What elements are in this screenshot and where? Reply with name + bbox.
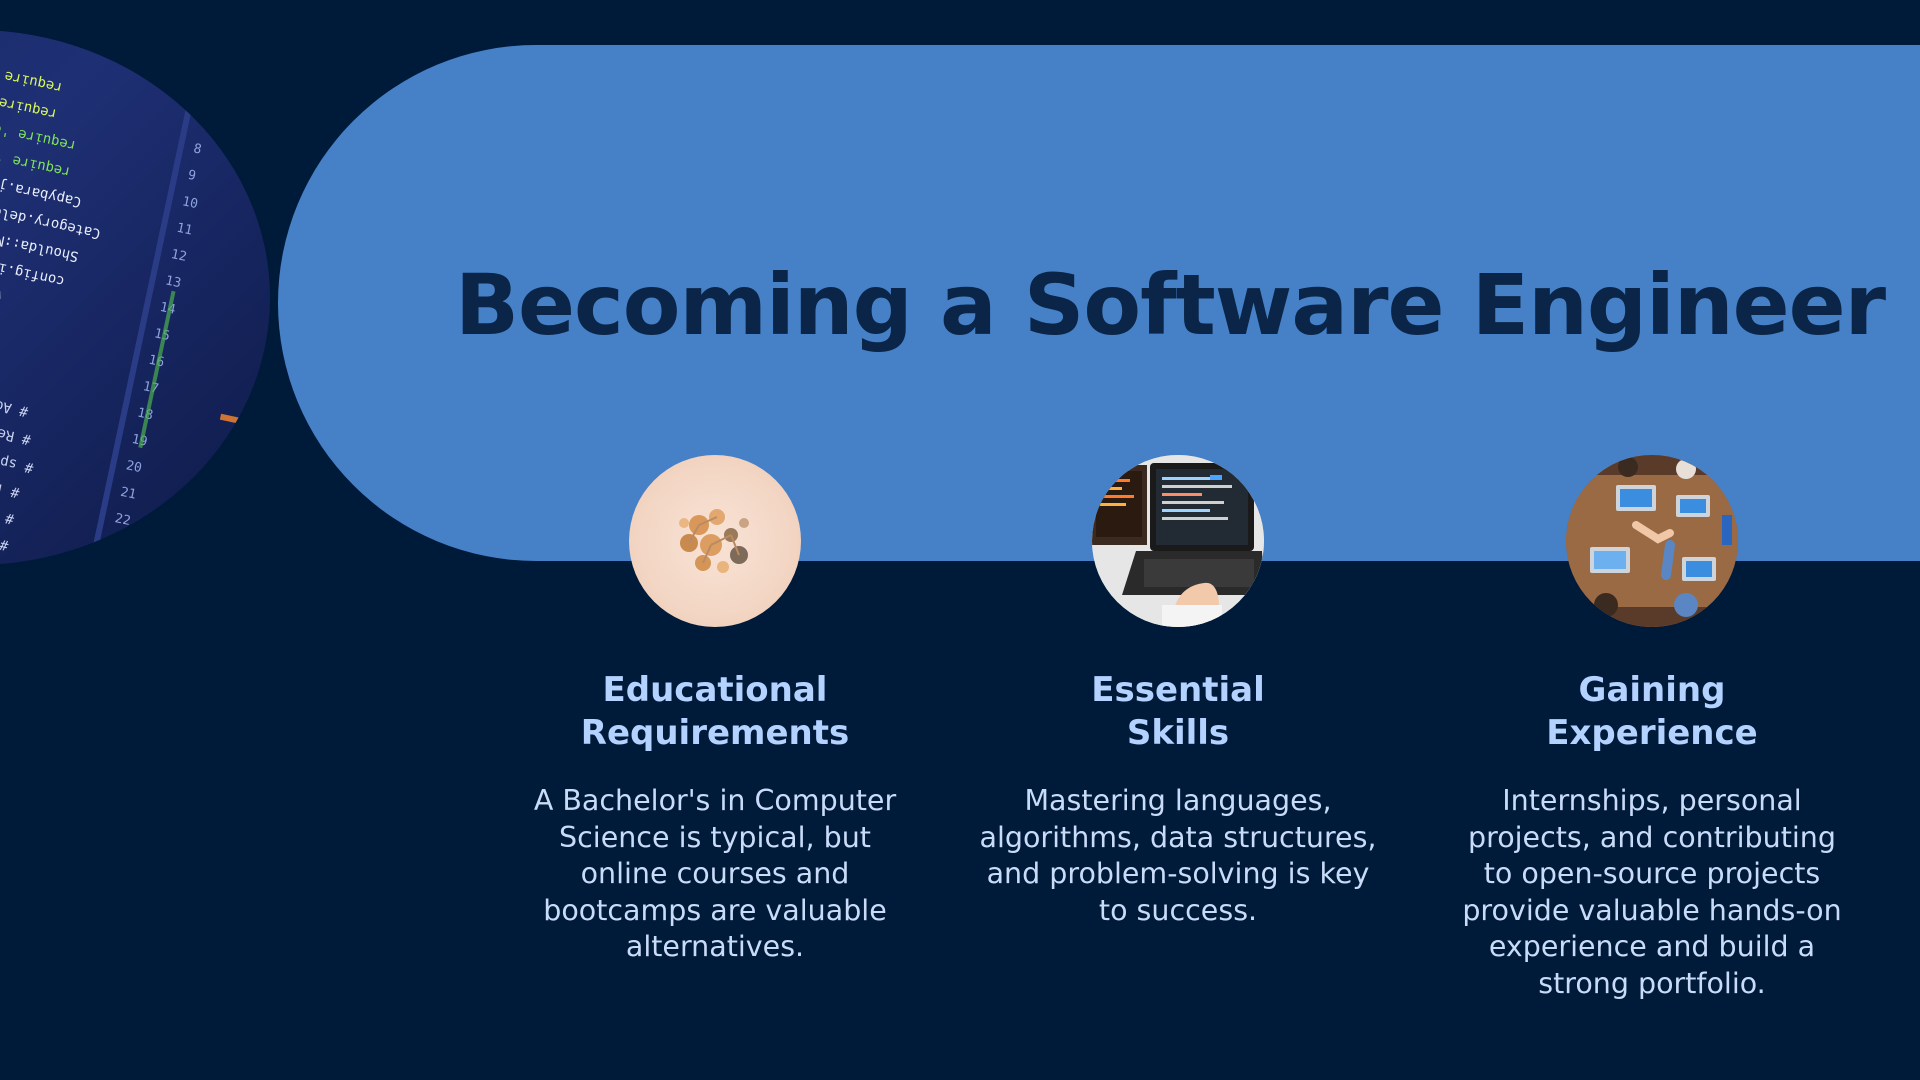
line-number: 21	[119, 485, 137, 503]
line-number: 22	[113, 511, 131, 529]
laptop-code-image	[1092, 455, 1264, 627]
line-number: 23	[108, 538, 126, 556]
slide-title: Becoming a Software Engineer	[454, 256, 1886, 354]
code-screen-graphic: require 'spec_helper'require 'rspec/rail…	[0, 43, 251, 565]
feature-title: Educational Requirements	[580, 670, 850, 753]
line-number: 20	[125, 458, 143, 476]
line-number: 13	[164, 273, 182, 291]
line-numbers: 89101112131415161718192021222324	[102, 141, 203, 565]
feature-educational-requirements: Educational Requirements A Bachelor's in…	[495, 455, 935, 966]
feature-title: Gaining Experience	[1546, 670, 1758, 753]
team-meeting-icon	[1566, 455, 1738, 627]
code-screen-image: require 'spec_helper'require 'rspec/rail…	[0, 30, 270, 565]
line-number: 24	[102, 564, 121, 565]
feature-description: A Bachelor's in Computer Science is typi…	[533, 784, 897, 963]
scroll-marker	[138, 290, 176, 449]
code-line: require 'spec_helper'	[0, 43, 64, 95]
molecule-image	[629, 455, 801, 627]
line-number: 10	[181, 194, 199, 212]
feature-description: Mastering languages, algorithms, data st…	[979, 784, 1377, 927]
feature-title: Essential Skills	[1091, 670, 1265, 753]
line-number: 9	[186, 168, 197, 184]
editor-highlight	[219, 413, 251, 426]
line-number: 11	[175, 221, 193, 239]
gutter-divider	[85, 90, 196, 565]
feature-gaining-experience: Gaining Experience Internships, personal…	[1432, 455, 1872, 1002]
line-number: 12	[170, 247, 188, 265]
line-number: 8	[192, 141, 203, 157]
molecule-icon	[679, 509, 749, 573]
code-line: # Add additional requires	[0, 360, 30, 419]
feature-essential-skills: Essential Skills Mastering languages, al…	[958, 455, 1398, 929]
team-meeting-image	[1566, 455, 1738, 627]
feature-description: Internships, personal projects, and cont…	[1462, 784, 1842, 1000]
laptop-code-icon	[1092, 455, 1264, 627]
